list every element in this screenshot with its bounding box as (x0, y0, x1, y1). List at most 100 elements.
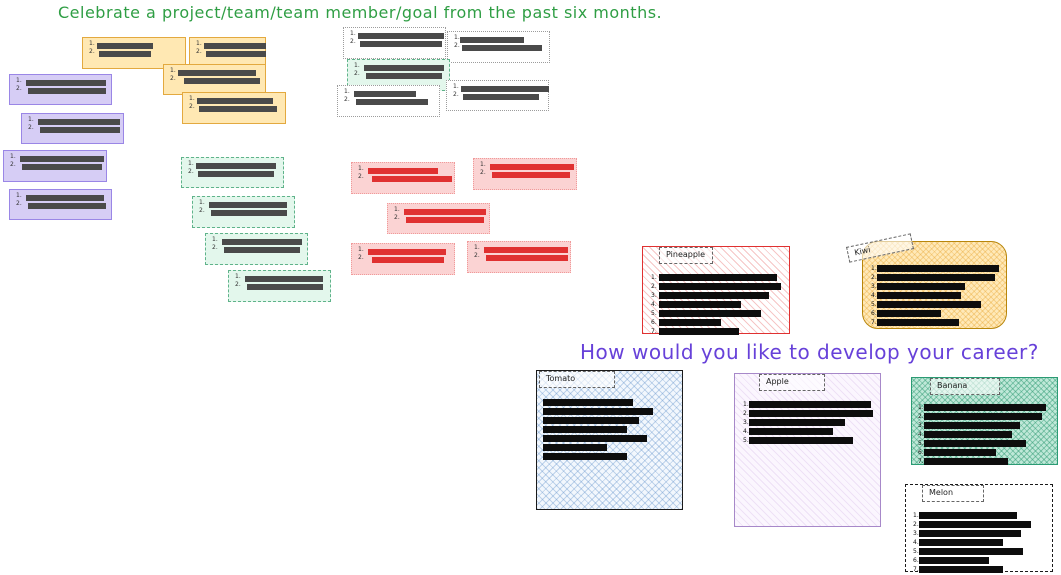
list-number: 1. (199, 199, 205, 206)
list-number: 1. (453, 83, 459, 90)
sticky-note-green[interactable]: 1.2. (205, 233, 308, 265)
list-number: 2. (743, 410, 749, 417)
redacted-text-bar (204, 43, 266, 49)
redacted-text-bar (877, 319, 959, 326)
sticky-note-row: 1. (89, 40, 179, 50)
list-number: 1. (235, 273, 241, 280)
redacted-text-bar (659, 283, 781, 290)
redacted-text-bar (543, 426, 627, 433)
list-number: 1. (913, 512, 919, 519)
sticky-note-gray[interactable]: 1.2. (337, 85, 440, 117)
list-number: 2. (913, 521, 919, 528)
sticky-note-red[interactable]: 1.2. (473, 158, 577, 190)
list-number: 2. (453, 91, 459, 98)
list-number: 5. (871, 301, 877, 308)
sticky-note-purple[interactable]: 1.2. (9, 189, 112, 220)
redacted-text-bar (749, 410, 873, 417)
sticky-note-gray[interactable]: 1.2. (447, 31, 550, 63)
list-number: 2. (212, 244, 218, 251)
list-number: 1. (358, 165, 364, 172)
banana-title: Banana (930, 378, 1000, 395)
list-number: 4. (651, 301, 657, 308)
sticky-note-red[interactable]: 1.2. (387, 203, 490, 234)
sticky-note-row: 1. (394, 206, 486, 216)
sticky-note-orange[interactable]: 1.2. (82, 37, 186, 69)
sticky-note-row: 1. (454, 34, 543, 44)
list-number: 2. (350, 38, 356, 45)
list-number: 5. (743, 437, 749, 444)
sticky-note-purple[interactable]: 1.2. (9, 74, 112, 105)
sticky-note-row: 1. (358, 165, 448, 175)
sticky-note-red[interactable]: 1.2. (351, 162, 455, 194)
list-number: 2. (454, 42, 460, 49)
sticky-note-red[interactable]: 1.2. (467, 241, 571, 273)
list-number: 6. (913, 557, 919, 564)
sticky-note-row: 2. (10, 161, 102, 171)
list-number: 2. (480, 169, 486, 176)
redacted-text-bar (28, 88, 106, 94)
redacted-text-bar (543, 453, 627, 460)
list-number: 2. (394, 214, 400, 221)
redacted-text-bar (97, 43, 153, 49)
redacted-text-bar (26, 80, 106, 86)
sticky-note-purple[interactable]: 1.2. (21, 113, 124, 144)
redacted-text-bar (184, 78, 260, 84)
sticky-note-red[interactable]: 1.2. (351, 243, 455, 275)
career-heading: How would you like to develop your caree… (580, 340, 1039, 364)
list-number: 1. (350, 30, 356, 37)
sticky-note-row: 2. (199, 207, 288, 217)
list-number: 1. (16, 77, 22, 84)
sticky-note-row: 2. (454, 42, 543, 52)
list-number: 1. (16, 192, 22, 199)
sticky-note-row: 1. (212, 236, 302, 246)
list-number: 5. (918, 440, 924, 447)
sticky-note-gray[interactable]: 1.2. (446, 80, 549, 111)
list-number: 1. (358, 246, 364, 253)
sticky-note-green[interactable]: 1.2. (192, 196, 295, 228)
list-number: 3. (651, 292, 657, 299)
sticky-note-purple[interactable]: 1.2. (3, 150, 107, 182)
kiwi-box[interactable]: Kiwi 1.2.3.4.5.6.7. (846, 233, 1007, 329)
sticky-note-row: 2. (344, 96, 433, 106)
redacted-text-bar (659, 310, 761, 317)
list-number: 1. (196, 40, 202, 47)
list-number: 1. (189, 95, 195, 102)
apple-title: Apple (759, 374, 825, 391)
redacted-text-bar (877, 283, 965, 290)
redacted-text-bar (404, 209, 486, 215)
list-number: 5. (913, 548, 919, 555)
sticky-note-orange[interactable]: 1.2. (189, 37, 266, 68)
redacted-text-bar (924, 449, 996, 456)
sticky-note-green[interactable]: 1.2. (228, 270, 331, 302)
sticky-note-green[interactable]: 1.2. (181, 157, 284, 188)
redacted-text-bar (209, 202, 287, 208)
banana-box[interactable]: Banana 1.2.3.4.5.6.7. (911, 377, 1058, 465)
sticky-note-row: 2. (358, 254, 448, 264)
redacted-text-bar (366, 73, 442, 79)
list-number: 2. (199, 207, 205, 214)
list-number: 7. (918, 458, 924, 465)
redacted-text-bar (247, 284, 323, 290)
pineapple-box[interactable]: Pineapple 1.2.3.4.5.6.7. (642, 246, 790, 335)
redacted-text-bar (222, 239, 302, 245)
sticky-note-orange[interactable]: 1.2. (163, 64, 266, 95)
redacted-text-bar (659, 301, 741, 308)
sticky-note-row: 2. (89, 48, 179, 58)
redacted-text-bar (877, 301, 981, 308)
list-number: 1. (212, 236, 218, 243)
tomato-box[interactable]: Tomato (536, 370, 683, 510)
list-number: 1. (394, 206, 400, 213)
melon-box[interactable]: Melon 1.2.3.4.5.6.7. (905, 484, 1053, 573)
list-number: 3. (743, 419, 749, 426)
list-number: 1. (344, 88, 350, 95)
list-number: 1. (743, 401, 749, 408)
list-number: 1. (188, 160, 194, 167)
list-number: 1. (10, 153, 16, 160)
sticky-note-row: 1. (16, 77, 106, 87)
sticky-note-orange[interactable]: 1.2. (182, 92, 286, 124)
list-number: 2. (16, 85, 22, 92)
sticky-note-row: 2. (188, 168, 277, 178)
redacted-text-bar (372, 257, 444, 263)
apple-box[interactable]: Apple 1.2.3.4.5. (734, 373, 881, 527)
sticky-note-gray[interactable]: 1.2. (343, 27, 446, 59)
